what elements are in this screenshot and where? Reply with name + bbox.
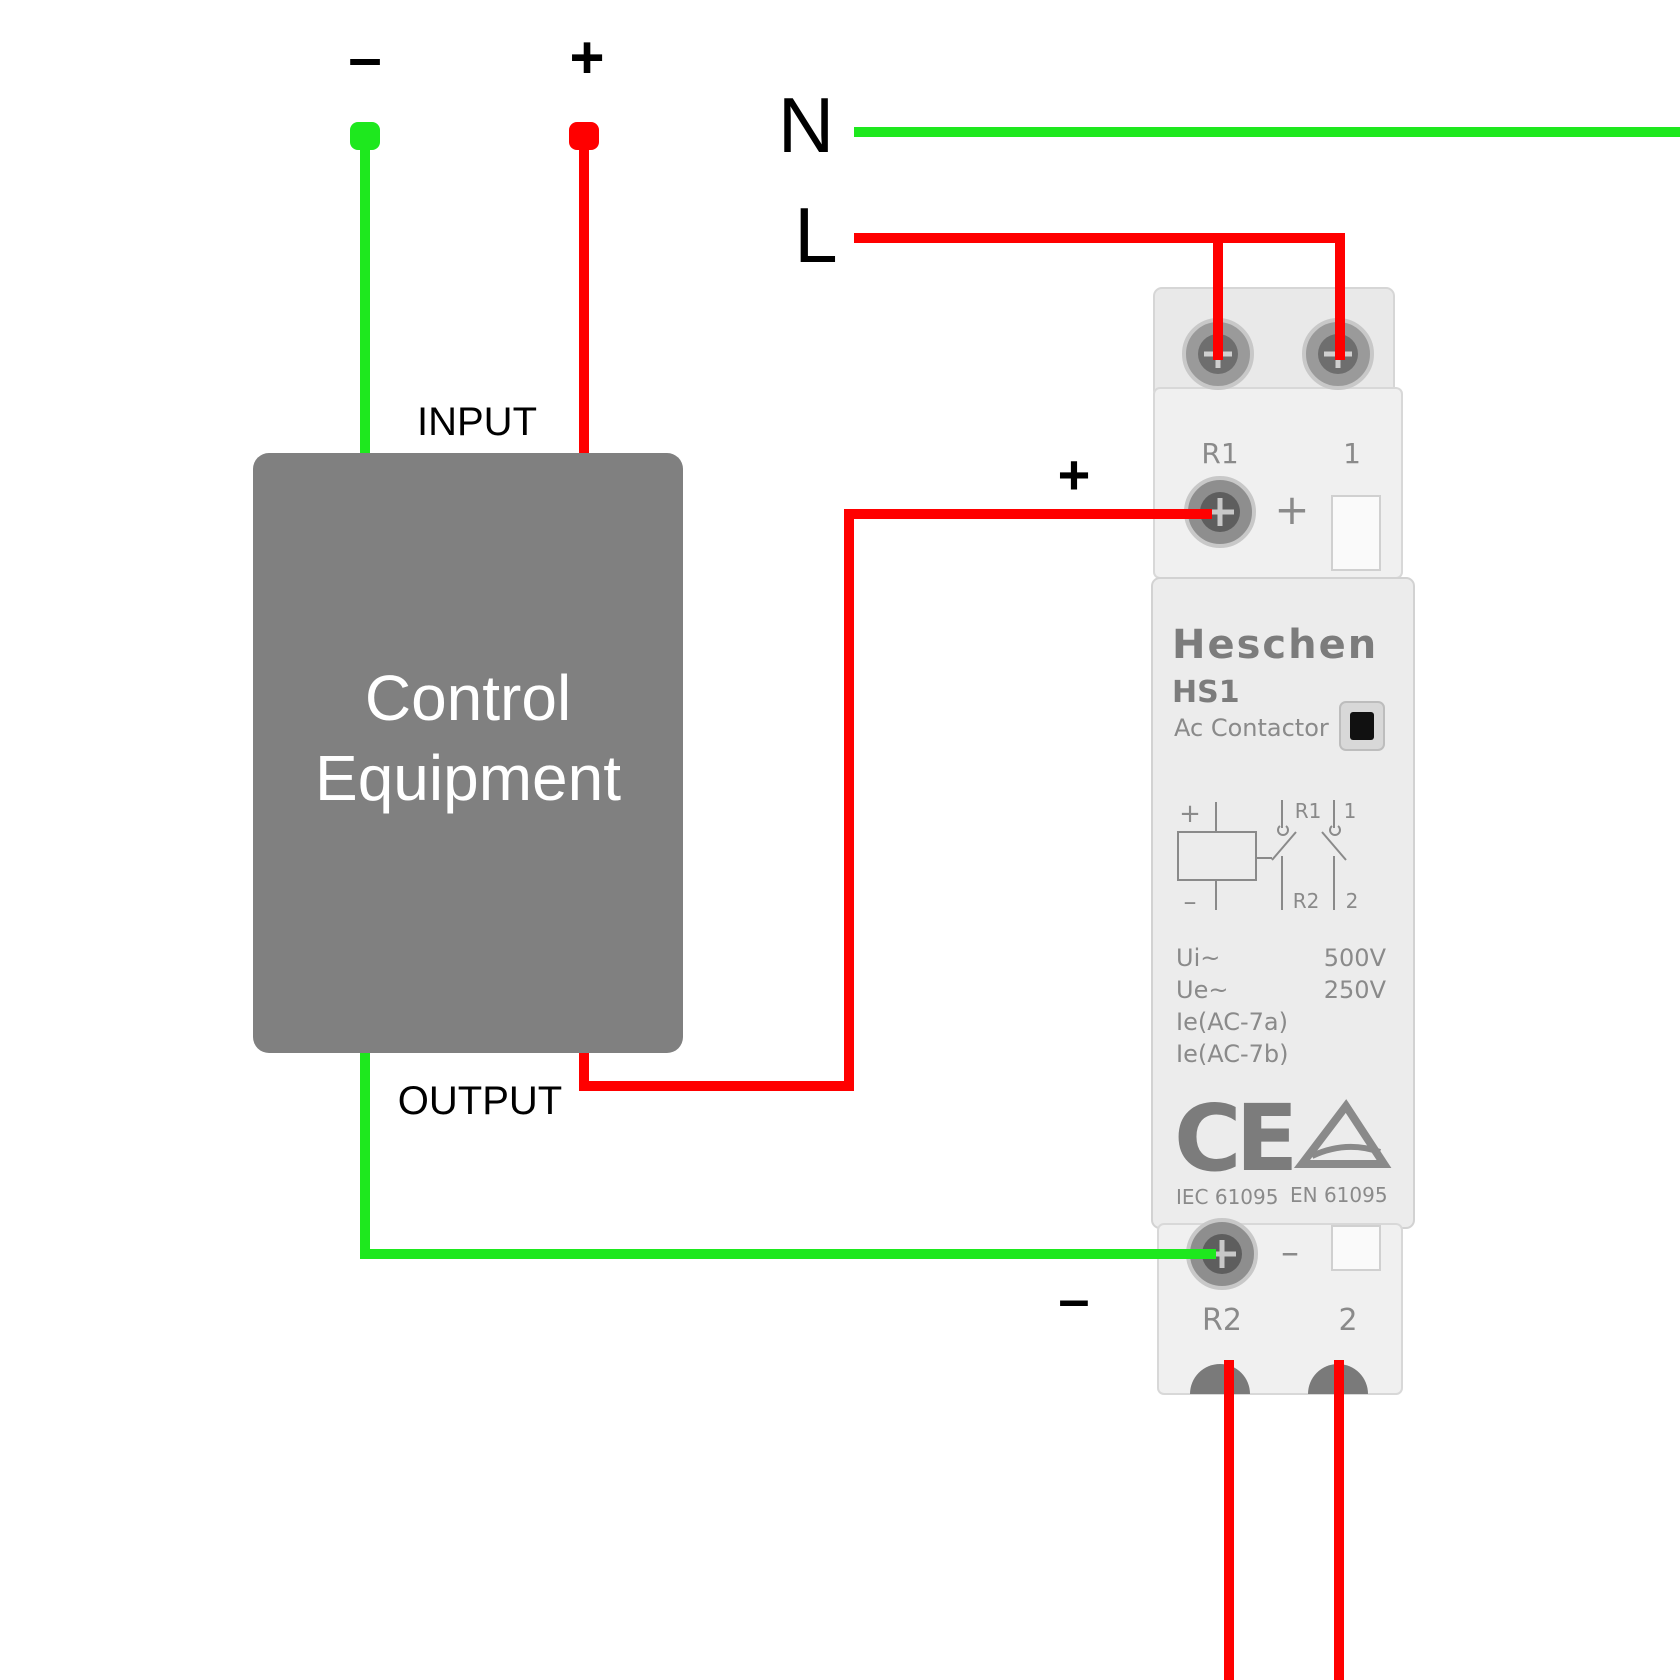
contactor-model: HS1 — [1172, 675, 1240, 710]
terminal-label-1: 1 — [1343, 437, 1361, 470]
terminal-slot — [1331, 1225, 1381, 1271]
coil-plus-label: + — [1058, 443, 1091, 506]
neutral-label: N — [778, 81, 834, 169]
contactor-schematic — [1177, 800, 1347, 910]
ce-mark: CE — [1174, 1085, 1293, 1192]
schematic-r2: R2 — [1293, 889, 1320, 913]
contactor-device: R1 1 + Heschen HS1 Ac Contactor + – R1 1 — [1151, 287, 1415, 1395]
control-equipment-box — [253, 453, 683, 1053]
terminal-label-r1: R1 — [1201, 437, 1238, 470]
supply-negative-terminal — [350, 122, 380, 150]
supply-plus-label: + — [569, 24, 604, 91]
rating-label: Ui~ — [1176, 944, 1220, 972]
standard-iec: IEC 61095 — [1176, 1185, 1278, 1209]
line-wire — [854, 233, 1345, 360]
terminal-slot — [1331, 495, 1381, 571]
terminal-label-2: 2 — [1338, 1303, 1357, 1338]
indicator-light — [1350, 712, 1374, 740]
schematic-minus: – — [1184, 887, 1197, 917]
rating-label: Ie(AC-7b) — [1176, 1040, 1289, 1068]
rating-label: Ie(AC-7a) — [1176, 1008, 1288, 1036]
control-box-title-line2: Equipment — [315, 742, 621, 814]
schematic-r1: R1 — [1295, 799, 1322, 823]
coil-minus-label: – — [1058, 1267, 1089, 1330]
schematic-plus: + — [1179, 799, 1201, 829]
line-label: L — [794, 191, 837, 279]
output-label: OUTPUT — [398, 1079, 562, 1123]
input-label: INPUT — [417, 400, 537, 444]
contactor-type: Ac Contactor — [1174, 714, 1329, 742]
schematic-1: 1 — [1344, 799, 1357, 823]
coil-plus-mark: + — [1274, 485, 1309, 534]
coil-negative-wire — [360, 1053, 1216, 1259]
triangle-cert-icon — [1293, 1099, 1392, 1168]
rating-value: 250V — [1324, 976, 1387, 1004]
control-box-title-line1: Control — [365, 662, 571, 734]
wires — [360, 127, 1680, 1680]
standard-en: EN 61095 — [1290, 1183, 1388, 1207]
rating-label: Ue~ — [1176, 976, 1228, 1004]
terminal-label-r2: R2 — [1202, 1303, 1242, 1338]
screw-icon — [1190, 1364, 1250, 1394]
screw-icon — [1186, 1218, 1258, 1290]
coil-minus-mark: – — [1281, 1232, 1299, 1273]
supply-minus-label: – — [348, 24, 381, 91]
supply-positive-terminal — [569, 122, 599, 150]
contactor-brand: Heschen — [1172, 622, 1378, 668]
rating-value: 500V — [1324, 944, 1387, 972]
coil-positive-wire — [579, 509, 1212, 1091]
schematic-2: 2 — [1346, 889, 1359, 913]
